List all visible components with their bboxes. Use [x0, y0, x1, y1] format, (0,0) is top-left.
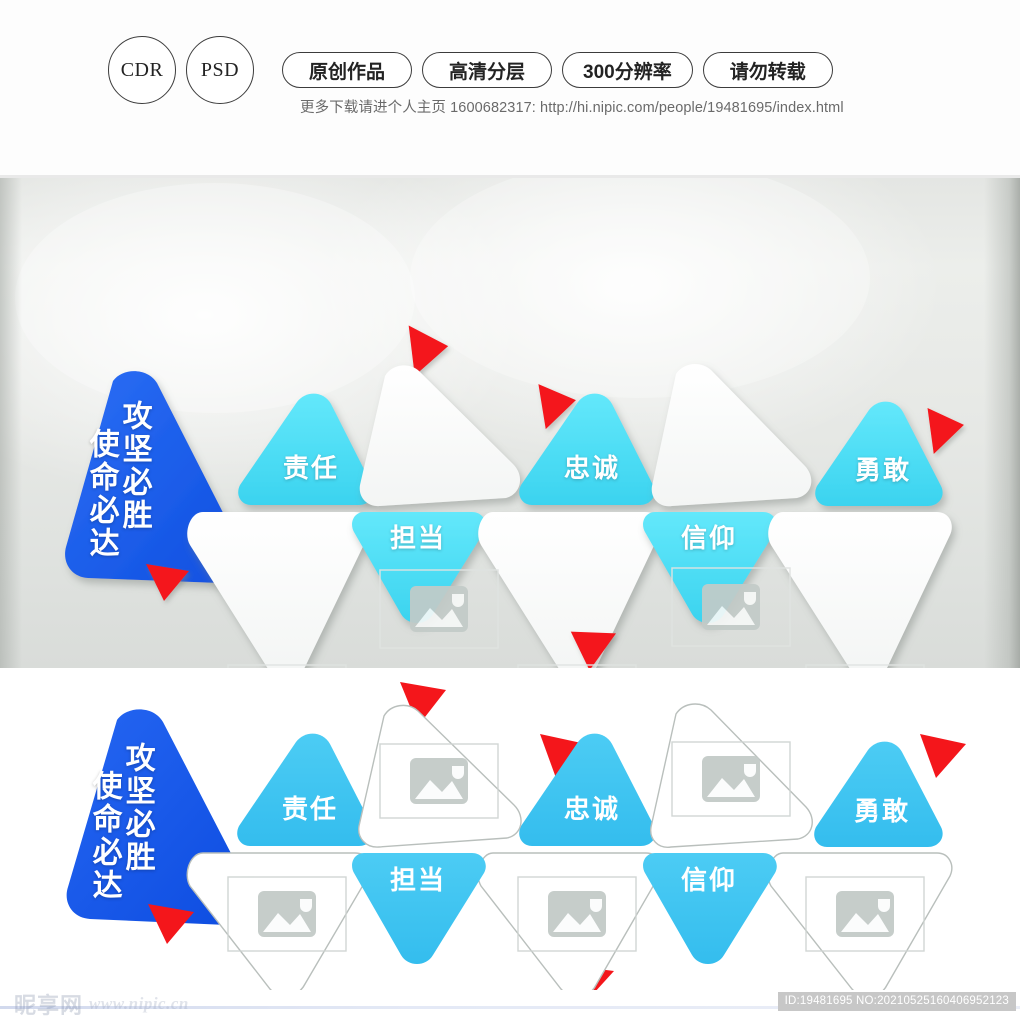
red-triangle-accent: [148, 904, 194, 944]
red-triangle-accent: [540, 734, 586, 778]
image-placeholder-icon: [227, 664, 347, 668]
value-label-down-2-flat: 信仰: [680, 865, 737, 895]
value-triangle-up: [237, 733, 374, 846]
slogan-line-1: 攻坚必胜: [117, 400, 151, 532]
feature-badge-layered: 高清分层: [422, 52, 552, 88]
value-label-up-2-flat: 忠诚: [563, 794, 620, 824]
value-label-down-2: 信仰: [680, 523, 737, 553]
flat-design-section: 攻坚必胜 使命必达 责任 忠诚 勇敢 担当 信仰: [0, 672, 1020, 990]
value-label-up-2: 忠诚: [563, 453, 620, 483]
slogan-line-2: 使命必达: [84, 428, 118, 560]
image-placeholder-icon: [805, 876, 925, 952]
image-placeholder-icon: [517, 664, 637, 668]
photo-card-down: [187, 512, 371, 668]
photo-card-up: [359, 365, 521, 507]
feature-badge-original: 原创作品: [282, 52, 412, 88]
image-placeholder-icon: [227, 876, 347, 952]
feature-badge-no-repost: 请勿转载: [702, 52, 833, 88]
watermark-brand-cn: 昵享网: [14, 994, 84, 1019]
value-label-up-1: 责任: [282, 453, 339, 483]
value-triangle-down: [352, 512, 486, 623]
value-triangle-up: [238, 393, 374, 505]
image-placeholder-icon: [671, 741, 791, 817]
red-triangle-accent: [146, 564, 189, 601]
image-placeholder-icon: [379, 743, 499, 819]
red-triangle-accent: [927, 408, 964, 454]
value-triangle-down: [643, 853, 777, 964]
image-placeholder-icon: [517, 876, 637, 952]
slogan-line-1-flat: 攻坚必胜: [120, 742, 154, 874]
value-triangle-up: [519, 733, 656, 846]
red-triangle-accent: [400, 682, 446, 726]
footer-bar: 昵享网 www.nipic.cn ID:19481695 NO:20210525…: [0, 990, 1020, 1024]
header-bar: CDR PSD 原创作品 高清分层 300分辨率 请勿转载 更多下载请进个人主页…: [0, 0, 1020, 178]
photo-card-up: [651, 364, 812, 507]
value-label-up-1-flat: 责任: [281, 794, 338, 824]
footer-divider: [0, 1006, 1020, 1009]
site-watermark: 昵享网 www.nipic.cn: [14, 988, 189, 1020]
value-label-up-3: 勇敢: [854, 455, 911, 485]
image-placeholder-icon: [671, 567, 791, 647]
format-badge-psd: PSD: [186, 36, 254, 104]
watermark-url: www.nipic.cn: [89, 994, 189, 1013]
red-triangle-accent: [408, 325, 449, 376]
red-triangle-accent: [920, 734, 966, 778]
slogan-line-2-flat: 使命必达: [87, 770, 121, 902]
badge-row: CDR PSD 原创作品 高清分层 300分辨率 请勿转载: [108, 36, 833, 104]
value-triangle-up: [815, 401, 943, 506]
photo-card-down: [768, 512, 952, 668]
image-placeholder-icon: [805, 664, 925, 668]
value-triangle-down: [352, 853, 486, 964]
value-label-down-1: 担当: [389, 523, 446, 553]
wall-mockup-section: 攻坚必胜 使命必达 责任 忠诚 勇敢 担当 信仰: [0, 178, 1020, 668]
wall-mockup-graphic: [15, 178, 964, 668]
asset-id-tag: ID:19481695 NO:20210525160406952123: [777, 992, 1016, 1011]
image-placeholder-icon: [379, 569, 499, 649]
value-label-down-1-flat: 担当: [389, 865, 446, 895]
value-triangle-up: [814, 741, 943, 847]
header-subtitle: 更多下载请进个人主页 1600682317: http://hi.nipic.c…: [300, 100, 844, 116]
value-label-up-3-flat: 勇敢: [853, 796, 910, 826]
red-triangle-accent: [570, 631, 617, 668]
format-badge-cdr: CDR: [108, 36, 176, 104]
photo-card-down: [478, 512, 661, 668]
red-triangle-accent: [538, 384, 576, 430]
value-triangle-up: [519, 393, 655, 505]
feature-badge-resolution: 300分辨率: [562, 52, 693, 88]
flat-design-graphic: [66, 682, 966, 990]
